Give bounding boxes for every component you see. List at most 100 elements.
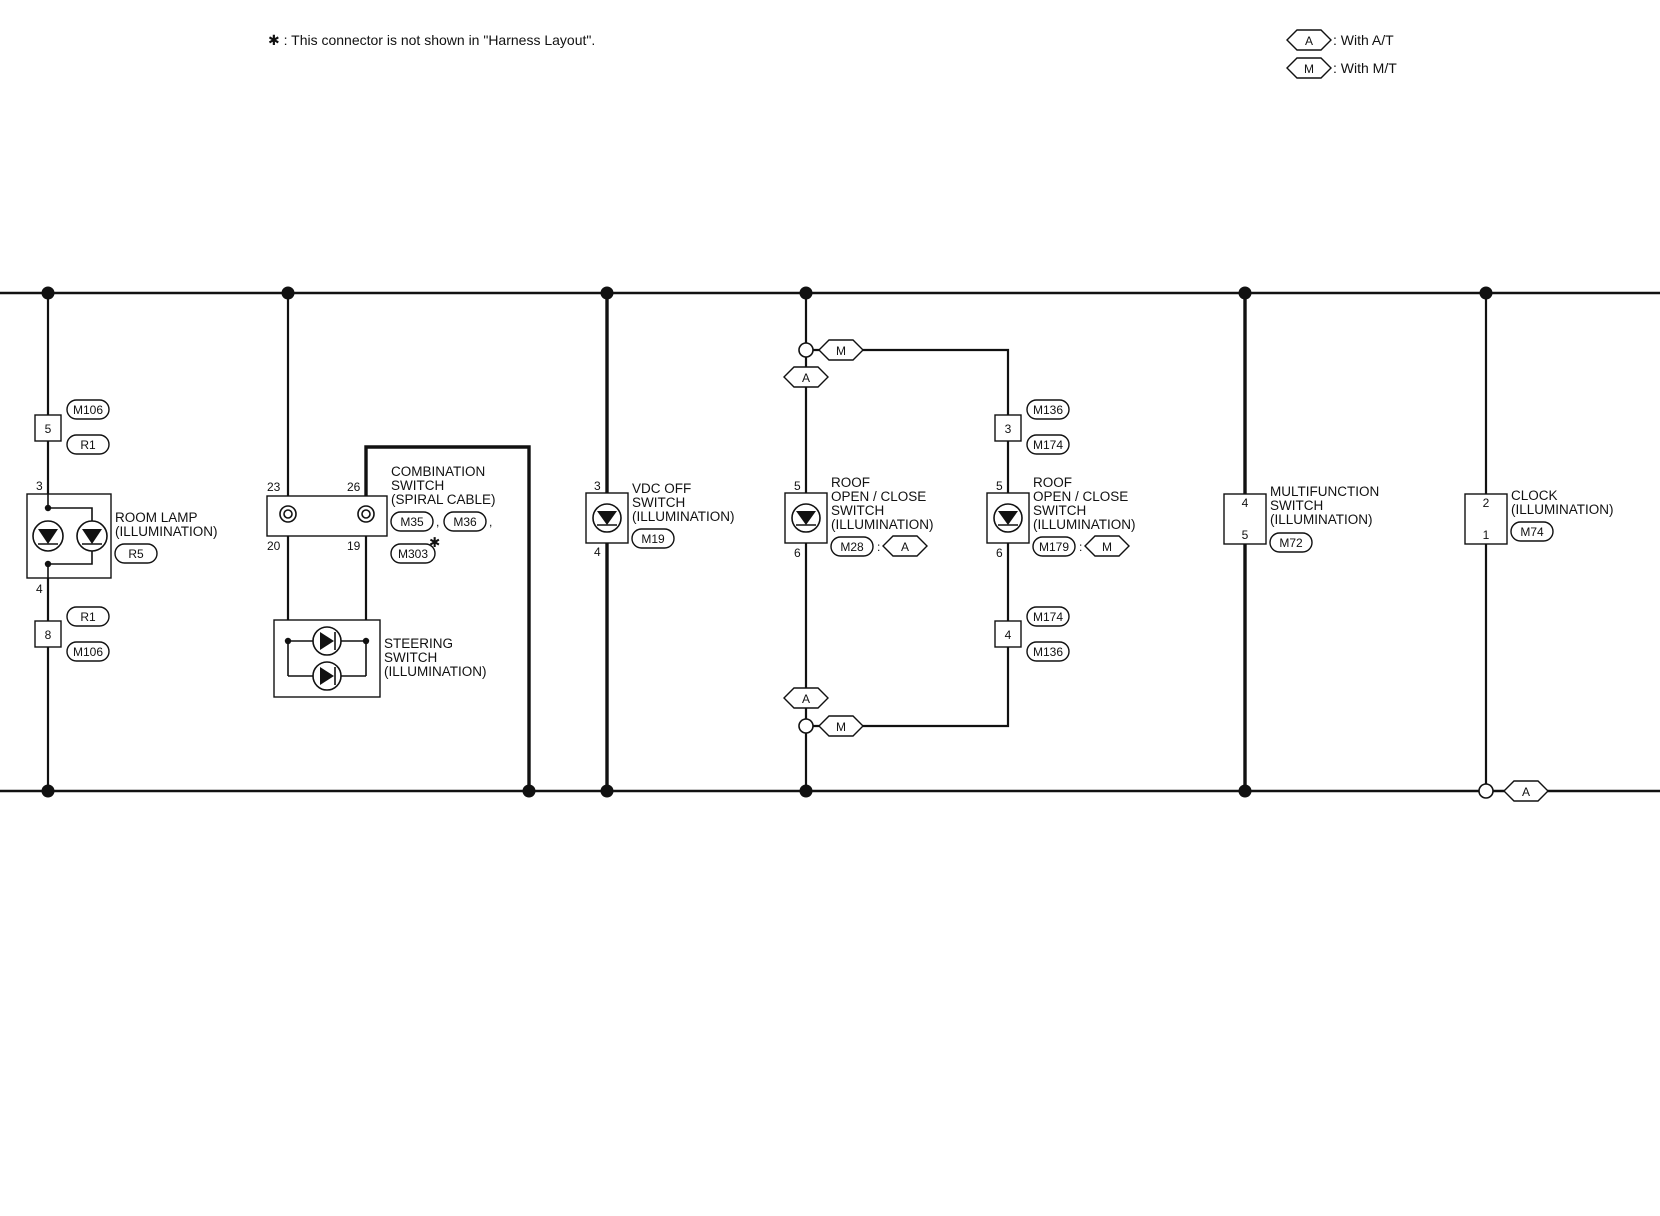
- room-lamp-upper-tag-1-text: M106: [73, 403, 103, 417]
- multifunction-pin-top: 4: [1242, 496, 1249, 510]
- combination-connector-tag-1: [390, 511, 434, 532]
- roof-at-variant-tag: A: [882, 535, 928, 557]
- spiral-cable-left-icon: [279, 505, 297, 523]
- room-lamp-internal-wire: [47, 494, 93, 521]
- room-lamp-lower-tag-1-text: R1: [80, 610, 96, 624]
- multifunction-switch-circuit: 4 5 MULTIFUNCTION SWITCH (ILLUMINATION) …: [1223, 286, 1379, 798]
- steering-led-upper-icon: [312, 626, 342, 656]
- combination-connector-3: M303: [398, 547, 428, 561]
- roof-bottom-junction: [799, 784, 813, 798]
- steering-name-line-2: SWITCH: [384, 650, 437, 665]
- room-lamp-led-left-icon: [32, 520, 64, 552]
- room-lamp-pin-top: 3: [36, 479, 43, 493]
- roof-mt-connector: M179: [1039, 540, 1069, 554]
- roof-mt-upper-joint-pin: 3: [1005, 422, 1012, 436]
- room-lamp-lower-joint-pin: 8: [45, 628, 52, 642]
- room-lamp-bottom-junction: [41, 784, 55, 798]
- room-lamp-upper-joint-pin: 5: [45, 422, 52, 436]
- roof-at-connector-sep: :: [877, 540, 880, 554]
- vdc-name-line-1: VDC OFF: [632, 481, 691, 496]
- steering-name-line-1: STEERING: [384, 636, 453, 651]
- room-lamp-node-1: [44, 504, 52, 512]
- legend-mt-text: : With M/T: [1333, 60, 1397, 76]
- roof-mt-connector-sep: :: [1079, 540, 1082, 554]
- combination-connector-1: M35: [400, 515, 424, 529]
- combination-return-wire: [364, 445, 531, 791]
- combination-connector-2: M36: [453, 515, 477, 529]
- roof-mt-name-line-4: (ILLUMINATION): [1033, 517, 1136, 532]
- legend-mt-hex: [1286, 57, 1332, 79]
- roof-mt-lower-joint: [994, 620, 1022, 648]
- room-lamp-name-line-1: ROOM LAMP: [115, 510, 198, 525]
- combination-connector-sep-1: ,: [436, 515, 439, 529]
- roof-mt-lower-joint-pin: 4: [1005, 628, 1012, 642]
- roof-mt-variant-tag: M: [1084, 535, 1130, 557]
- vdc-name-line-3: (ILLUMINATION): [632, 509, 735, 524]
- legend-mt-code: M: [1304, 62, 1314, 76]
- multifunction-connector: M72: [1279, 536, 1303, 550]
- room-lamp-pin-bottom: 4: [36, 582, 43, 596]
- roof-mt-led-icon: [993, 503, 1023, 533]
- roof-mt-lower-tag-2-text: M136: [1033, 645, 1063, 659]
- svg-text:M: M: [1102, 540, 1112, 554]
- clock-name-line-2: (ILLUMINATION): [1511, 502, 1614, 517]
- room-lamp-internal-wire-2: [47, 551, 93, 578]
- multifunction-name-line-1: MULTIFUNCTION: [1270, 484, 1379, 499]
- vdc-off-switch-circuit: 3 4 VDC OFF SWITCH (ILLUMINATION) M19: [585, 286, 735, 798]
- room-lamp-led-right-icon: [76, 520, 108, 552]
- legend-at-hex: [1286, 29, 1332, 51]
- roof-mt-upper-tag-1: [1026, 399, 1070, 420]
- roof-mt-pin-top: 5: [996, 479, 1003, 493]
- roof-at-led-icon: [791, 503, 821, 533]
- combination-pin-bottom-right: 19: [347, 539, 361, 553]
- roof-mt-upper-tag-2-text: M174: [1033, 438, 1063, 452]
- roof-lower-mt-tag: M: [818, 715, 864, 737]
- room-lamp-upper-tag-2-text: R1: [80, 438, 96, 452]
- clock-connector-tag: [1510, 521, 1554, 542]
- combination-top-junction: [281, 286, 295, 300]
- vdc-connector: M19: [641, 532, 665, 546]
- roof-mt-lower-tag-2: [1026, 641, 1070, 662]
- vdc-connector-tag: [631, 528, 675, 549]
- combination-connector-sep-2: ,: [489, 515, 492, 529]
- roof-mt-lower-tag-1: [1026, 606, 1070, 627]
- room-lamp-name-line-2: (ILLUMINATION): [115, 524, 218, 539]
- roof-mt-name-line-1: ROOF: [1033, 475, 1072, 490]
- roof-upper-branch-point: [798, 342, 814, 358]
- clock-pin-bottom: 1: [1483, 528, 1490, 542]
- roof-at-pin-top: 5: [794, 479, 801, 493]
- roof-mt-connector-tag: [1032, 536, 1076, 557]
- svg-text:M: M: [836, 344, 846, 358]
- vdc-bottom-junction: [600, 784, 614, 798]
- room-lamp-circuit: 5 M106 R1 3 4 ROOM LAMP (ILLUMINATION) R…: [26, 286, 218, 798]
- combination-connector-star: ✱: [429, 535, 440, 550]
- roof-lower-at-tag: A: [783, 687, 829, 709]
- combination-pin-top-right: 26: [347, 480, 361, 494]
- roof-at-name-line-4: (ILLUMINATION): [831, 517, 934, 532]
- roof-upper-mt-tag: M: [818, 339, 864, 361]
- vdc-name-line-2: SWITCH: [632, 495, 685, 510]
- room-lamp-connector-tag: [114, 543, 158, 564]
- svg-text:A: A: [802, 371, 810, 385]
- roof-mt-name-line-3: SWITCH: [1033, 503, 1086, 518]
- multifunction-connector-tag: [1269, 532, 1313, 553]
- room-lamp-lower-tag-1: [66, 606, 110, 627]
- clock-bottom-at-tag: A: [1503, 780, 1549, 802]
- clock-bottom-branch-point: [1478, 783, 1494, 799]
- clock-pin-top: 2: [1483, 496, 1490, 510]
- multifunction-name-line-2: SWITCH: [1270, 498, 1323, 513]
- legend-at: A : With A/T: [1286, 29, 1394, 51]
- combination-name-line-3: (SPIRAL CABLE): [391, 492, 496, 507]
- combination-name-line-2: SWITCH: [391, 478, 444, 493]
- room-lamp-node-2: [44, 560, 52, 568]
- room-lamp-top-junction: [41, 286, 55, 300]
- combination-name-line-1: COMBINATION: [391, 464, 485, 479]
- roof-switch-circuit: M A A M 5 6 ROOF OPEN / CLOSE SWITCH (IL…: [783, 286, 1136, 798]
- roof-mt-upper-tag-1-text: M136: [1033, 403, 1063, 417]
- roof-mt-pin-bottom: 6: [996, 546, 1003, 560]
- steering-name-line-3: (ILLUMINATION): [384, 664, 487, 679]
- roof-lower-branch-point: [798, 718, 814, 734]
- room-lamp-upper-joint: [34, 414, 62, 442]
- combination-pin-top-left: 23: [267, 480, 281, 494]
- svg-text:M: M: [836, 720, 846, 734]
